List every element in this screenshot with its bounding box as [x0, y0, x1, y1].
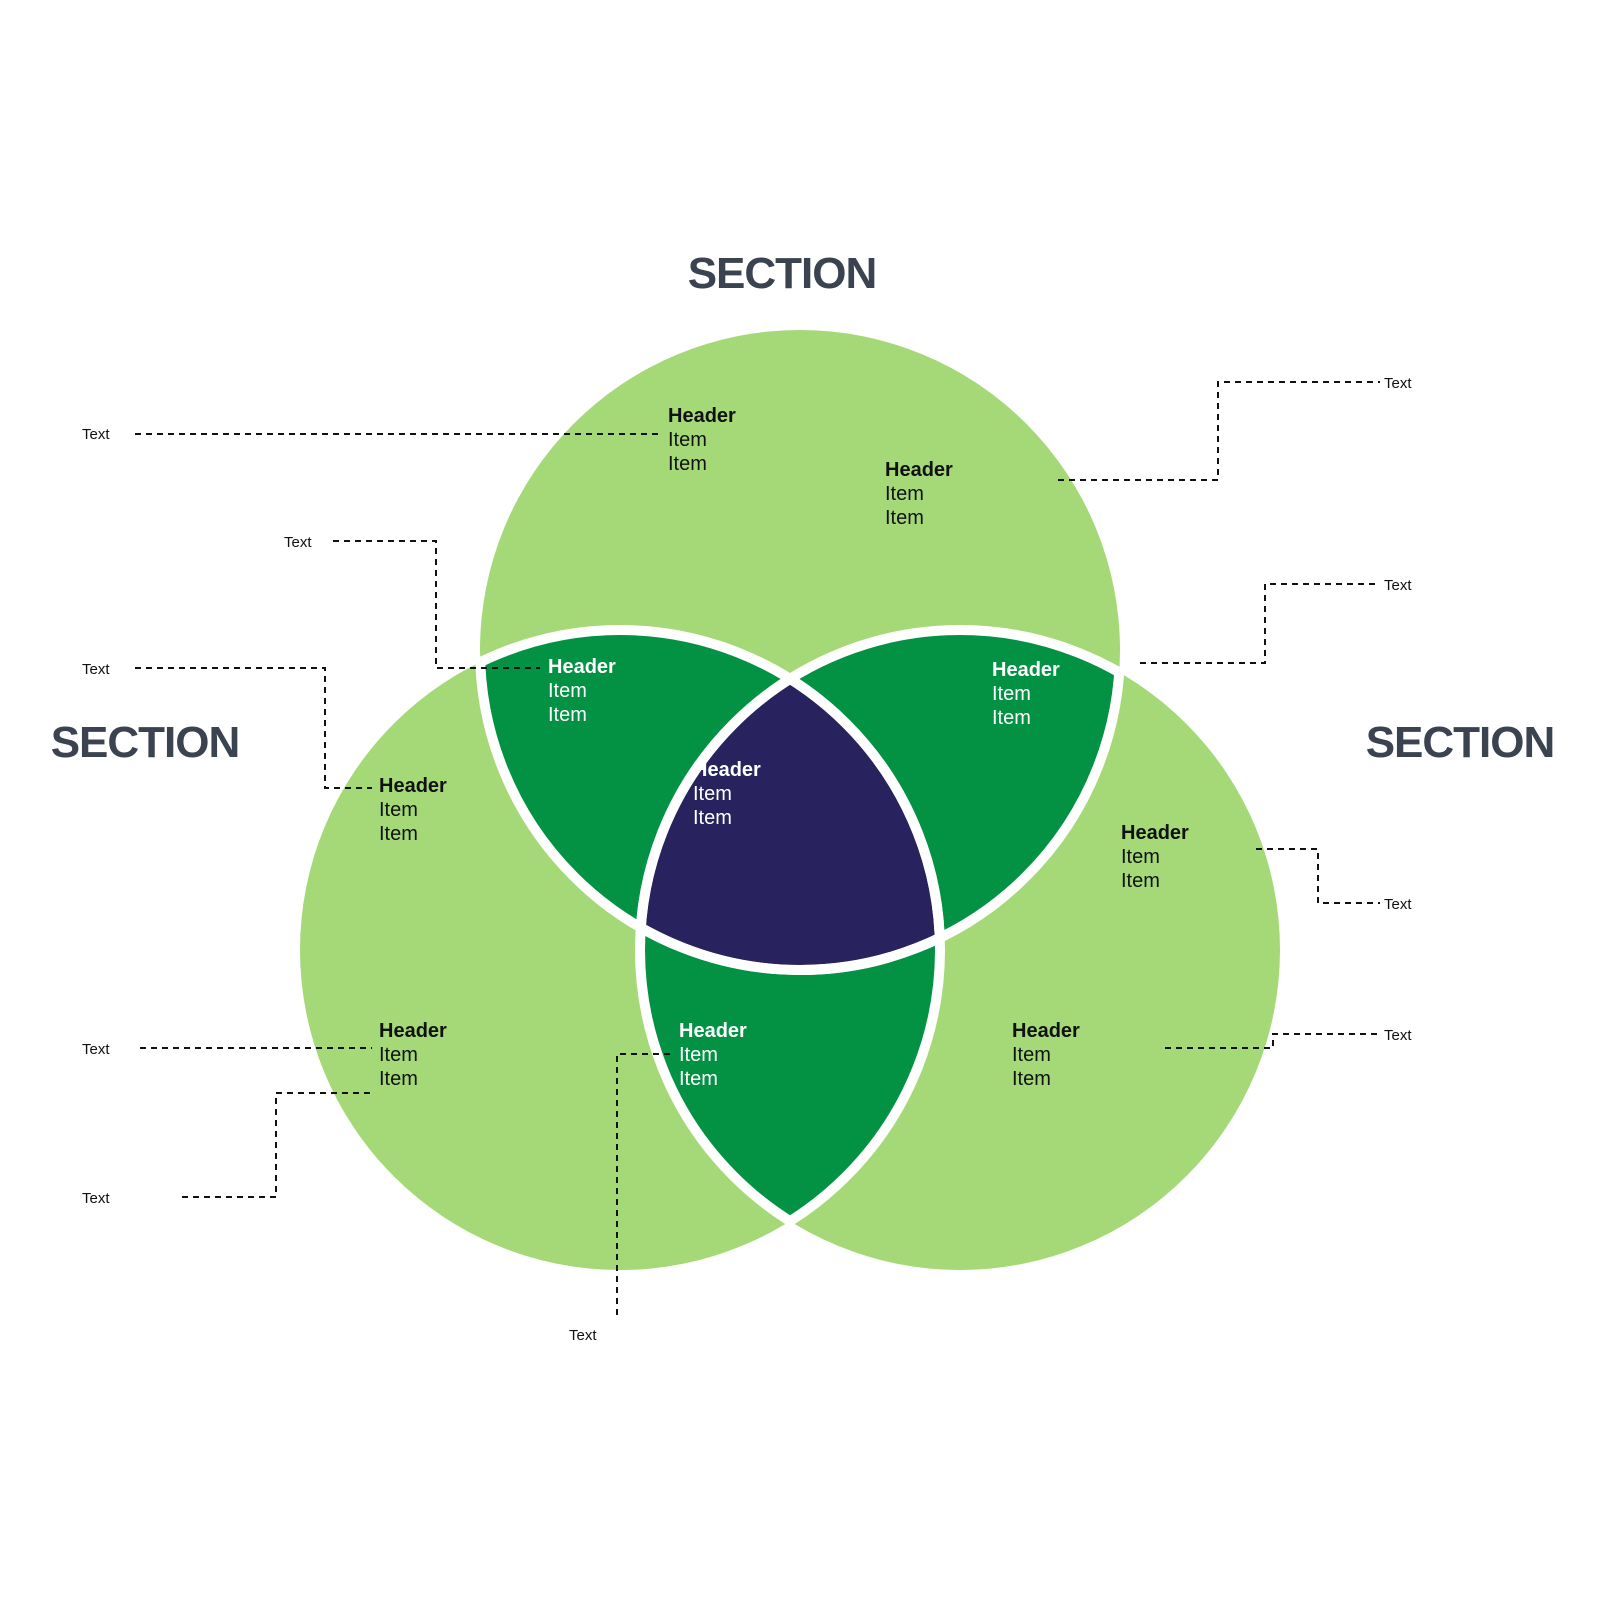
region-item: Item	[379, 823, 418, 845]
section-title-left: SECTION	[51, 718, 240, 767]
region-item: Item	[548, 680, 587, 702]
callout-text-9: Text	[82, 1190, 110, 1207]
region-left-a: Header Item Item	[379, 775, 447, 845]
section-title-right: SECTION	[1366, 718, 1555, 767]
region-top-b: Header Item Item	[885, 459, 953, 529]
region-header: Header	[548, 656, 616, 678]
region-item: Item	[992, 683, 1031, 705]
region-item: Item	[885, 507, 924, 529]
region-header: Header	[885, 459, 953, 481]
callout-text-4: Text	[1384, 577, 1412, 594]
callout-text-5: Text	[82, 661, 110, 678]
callout-text-7: Text	[82, 1041, 110, 1058]
region-header: Header	[693, 759, 761, 781]
leader-line-9	[182, 1092, 372, 1198]
region-top-right-overlap: Header Item Item	[992, 659, 1060, 729]
leader-line-5	[135, 667, 372, 789]
region-top-left-overlap: Header Item Item	[548, 656, 616, 726]
callout-text-1: Text	[82, 426, 110, 443]
region-item: Item	[679, 1068, 718, 1090]
callout-text-6: Text	[1384, 896, 1412, 913]
leader-lines	[135, 381, 1380, 1315]
leader-line-3	[333, 540, 540, 669]
leader-line-8	[1165, 1033, 1380, 1049]
region-header: Header	[1121, 822, 1189, 844]
region-item: Item	[668, 453, 707, 475]
region-item: Item	[679, 1044, 718, 1066]
overlap-center	[640, 630, 940, 970]
leader-line-10	[616, 1053, 672, 1315]
region-right-a: Header Item Item	[1121, 822, 1189, 892]
region-left-b: Header Item Item	[379, 1020, 447, 1090]
region-header: Header	[379, 775, 447, 797]
callout-text-10: Text	[569, 1327, 597, 1344]
region-item: Item	[379, 1068, 418, 1090]
region-header: Header	[992, 659, 1060, 681]
region-item: Item	[668, 429, 707, 451]
region-header: Header	[668, 405, 736, 427]
region-center: Header Item Item	[693, 759, 761, 829]
leader-line-4	[1140, 583, 1380, 664]
region-item: Item	[1121, 870, 1160, 892]
leader-line-2	[1058, 381, 1380, 481]
section-title-top: SECTION	[688, 249, 877, 298]
region-item: Item	[1121, 846, 1160, 868]
region-item: Item	[548, 704, 587, 726]
callout-text-3: Text	[284, 534, 312, 551]
region-header: Header	[379, 1020, 447, 1042]
region-header: Header	[1012, 1020, 1080, 1042]
region-item: Item	[693, 807, 732, 829]
region-item: Item	[379, 1044, 418, 1066]
region-item: Item	[992, 707, 1031, 729]
region-item: Item	[693, 783, 732, 805]
region-right-b: Header Item Item	[1012, 1020, 1080, 1090]
callout-text-2: Text	[1384, 375, 1412, 392]
region-item: Item	[379, 799, 418, 821]
callout-text-8: Text	[1384, 1027, 1412, 1044]
region-item: Item	[885, 483, 924, 505]
region-item: Item	[1012, 1044, 1051, 1066]
leader-line-6	[1256, 848, 1380, 904]
region-bottom-overlap: Header Item Item	[679, 1020, 747, 1090]
region-item: Item	[1012, 1068, 1051, 1090]
region-top-a: Header Item Item	[668, 405, 736, 475]
region-header: Header	[679, 1020, 747, 1042]
